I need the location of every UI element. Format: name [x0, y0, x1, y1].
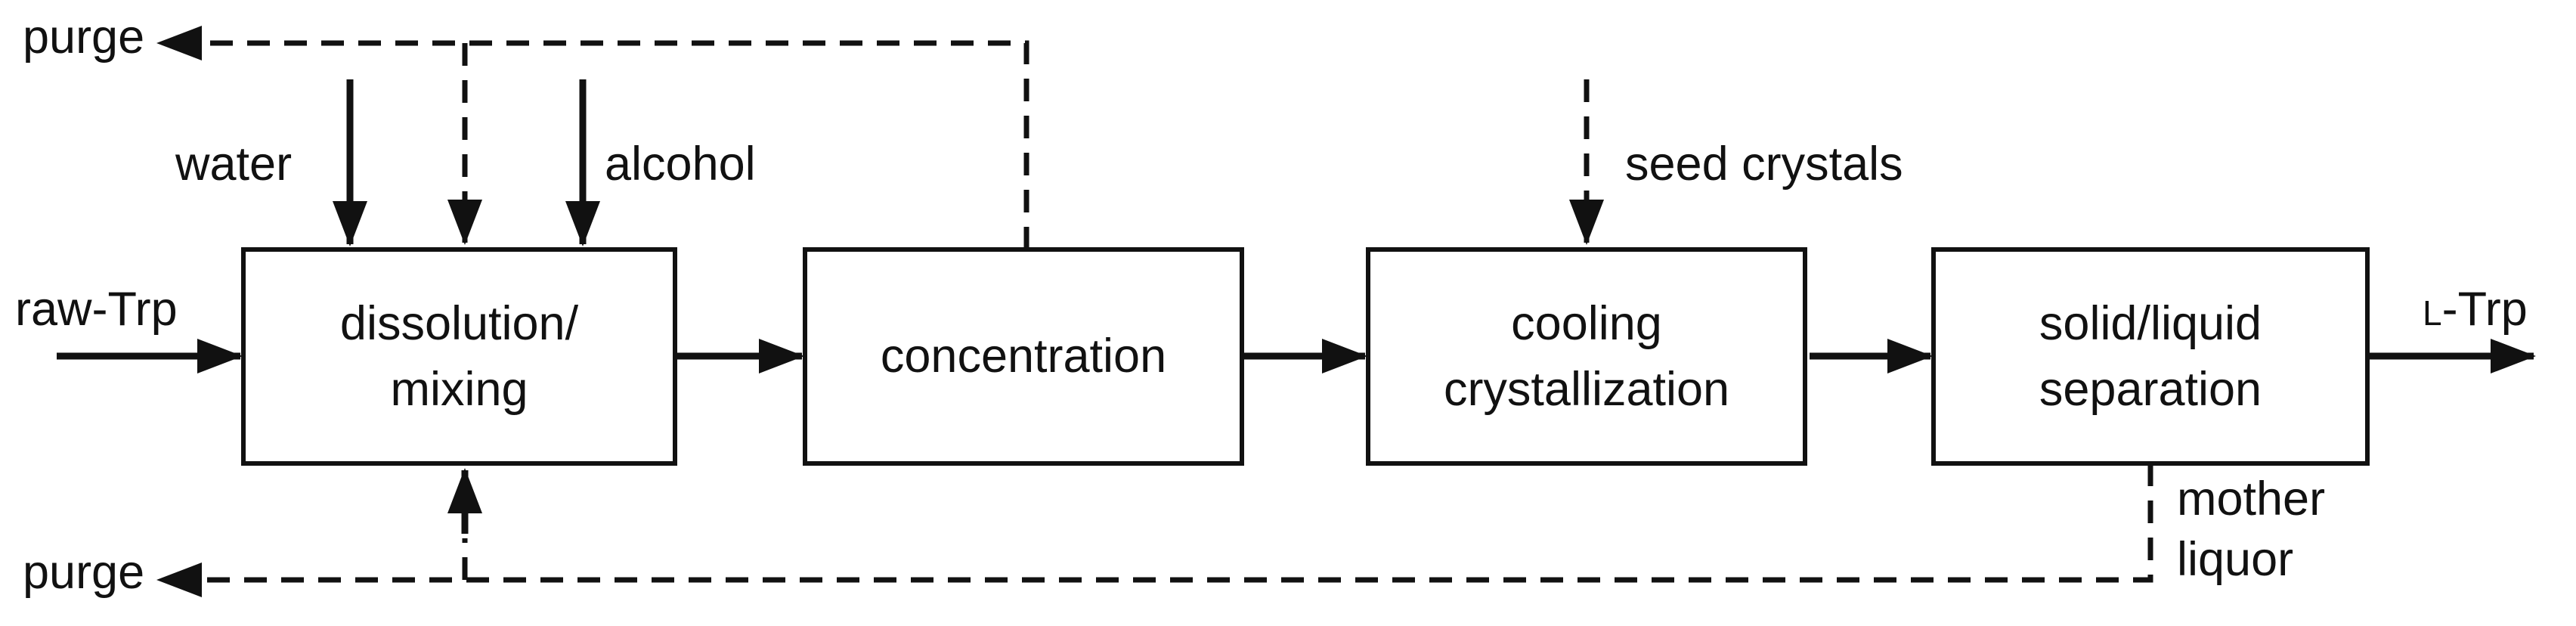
purge-bottom-label: purge	[23, 546, 145, 599]
l-trp-smallcap-l: L	[2423, 293, 2442, 333]
process-box-solid-liquid-separation: solid/liquid separation	[2039, 296, 2262, 416]
seed-crystals-label: seed crystals	[1625, 138, 1903, 191]
l-trp-suffix: -Trp	[2441, 283, 2528, 336]
dashed-mother-liquor-to-bottom-purge	[156, 463, 2153, 597]
process-box-outline-solid-liquid-separation	[1931, 247, 2370, 466]
process-box-concentration: concentration	[880, 330, 1167, 383]
process-box-outline-cooling-crystallization	[1366, 247, 1807, 466]
process-box-outline-dissolution-mixing	[241, 247, 677, 466]
process-box-dissolution-mixing: dissolution/ mixing	[339, 296, 579, 416]
water-label: water	[175, 138, 293, 191]
alcohol-label: alcohol	[605, 138, 756, 191]
raw-trp-label: raw-Trp	[15, 283, 178, 336]
process-box-cooling-crystallization: cooling crystallization	[1443, 296, 1730, 416]
process-box-outline-concentration	[803, 247, 1244, 466]
dashed-recycle-to-top-purge	[156, 26, 1029, 249]
l-trp-label: L-Trp	[2423, 278, 2528, 345]
mother-liquor-label: mother liquor	[2177, 473, 2326, 586]
purge-top-label: purge	[23, 11, 145, 64]
